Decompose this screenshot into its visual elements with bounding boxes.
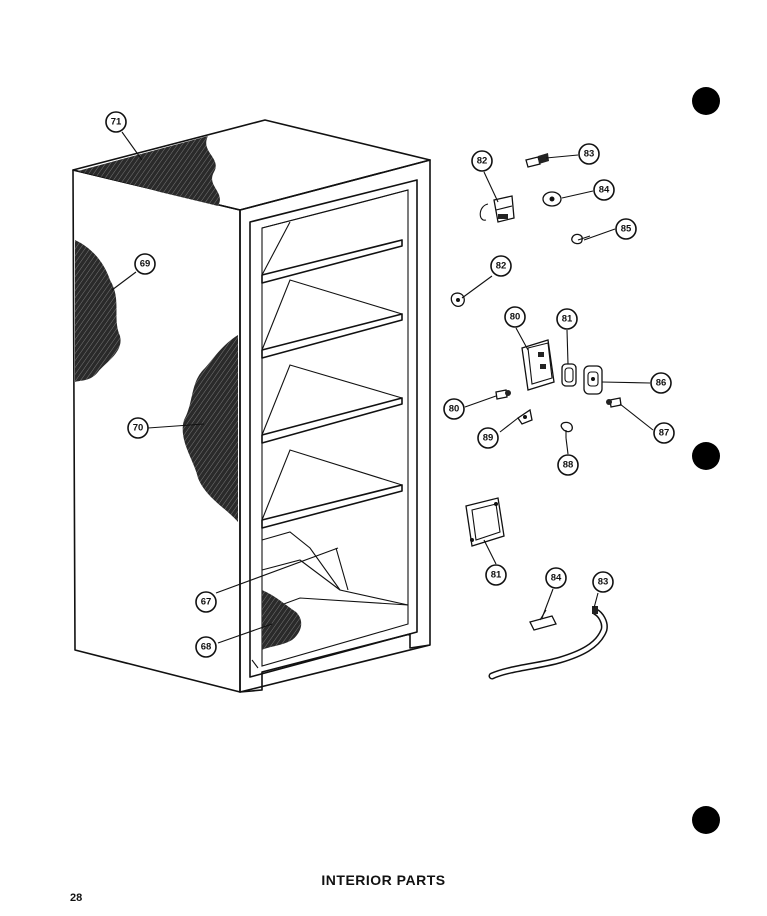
page-number: 28 <box>70 892 83 904</box>
thermostat-bracket <box>479 195 515 223</box>
callout-83-tube: 83 <box>592 571 614 593</box>
svg-text:70: 70 <box>133 423 144 434</box>
callout-71: 71 <box>105 111 127 133</box>
svg-text:88: 88 <box>563 460 574 471</box>
callout-80-hinge: 80 <box>504 306 526 328</box>
strike <box>583 365 603 395</box>
callout-84-grommet: 84 <box>593 179 615 201</box>
svg-text:71: 71 <box>111 117 122 128</box>
callout-88: 88 <box>557 454 579 476</box>
screw <box>606 397 622 408</box>
svg-text:67: 67 <box>201 597 212 608</box>
leader-lines <box>111 131 654 644</box>
pin <box>560 421 573 438</box>
callout-68: 68 <box>195 636 217 658</box>
svg-text:85: 85 <box>621 224 632 235</box>
callout-89: 89 <box>477 427 499 449</box>
callout-84-clip: 84 <box>545 567 567 589</box>
callout-86: 86 <box>650 372 672 394</box>
callout-81-spacer: 81 <box>556 308 578 330</box>
spacer <box>561 363 577 387</box>
insulation-side-lower <box>182 335 238 522</box>
callout-82-thermostat: 82 <box>471 150 493 172</box>
svg-text:81: 81 <box>562 314 573 325</box>
clip <box>571 233 591 245</box>
callout-69: 69 <box>134 253 156 275</box>
callout-82-cap: 82 <box>490 255 512 277</box>
svg-text:68: 68 <box>201 642 212 653</box>
binder-hole <box>692 442 720 470</box>
freezer-cabinet <box>72 119 431 693</box>
svg-text:87: 87 <box>659 428 670 439</box>
svg-text:81: 81 <box>491 570 502 581</box>
binder-hole <box>692 87 720 115</box>
callout-70: 70 <box>127 417 149 439</box>
svg-text:80: 80 <box>510 312 521 323</box>
screw <box>525 153 549 168</box>
plate <box>465 497 505 547</box>
callout-80-screw: 80 <box>443 398 465 420</box>
svg-text:89: 89 <box>483 433 494 444</box>
callout-87: 87 <box>653 422 675 444</box>
bushing <box>517 408 533 425</box>
callout-67: 67 <box>195 591 217 613</box>
insulation-bottom <box>262 590 302 650</box>
page-caption: INTERIOR PARTS <box>321 872 446 888</box>
grommet <box>542 191 562 207</box>
svg-text:84: 84 <box>551 573 562 584</box>
svg-text:82: 82 <box>477 156 488 167</box>
svg-text:83: 83 <box>598 577 609 588</box>
insulation-side-upper <box>75 240 121 382</box>
callout-81-plate: 81 <box>485 564 507 586</box>
callout-85: 85 <box>615 218 637 240</box>
drain-tube <box>488 606 608 680</box>
svg-text:84: 84 <box>599 185 610 196</box>
svg-text:83: 83 <box>584 149 595 160</box>
cap <box>450 292 465 308</box>
svg-text:82: 82 <box>496 261 507 272</box>
callout-83-screw: 83 <box>578 143 600 165</box>
insulation-top <box>78 136 220 206</box>
svg-text:80: 80 <box>449 404 460 415</box>
svg-text:86: 86 <box>656 378 667 389</box>
screw <box>495 389 511 400</box>
binder-hole <box>692 806 720 834</box>
tube-clip <box>529 609 557 631</box>
hinge-plate <box>521 339 555 391</box>
shelves <box>261 221 403 529</box>
svg-text:69: 69 <box>140 259 151 270</box>
